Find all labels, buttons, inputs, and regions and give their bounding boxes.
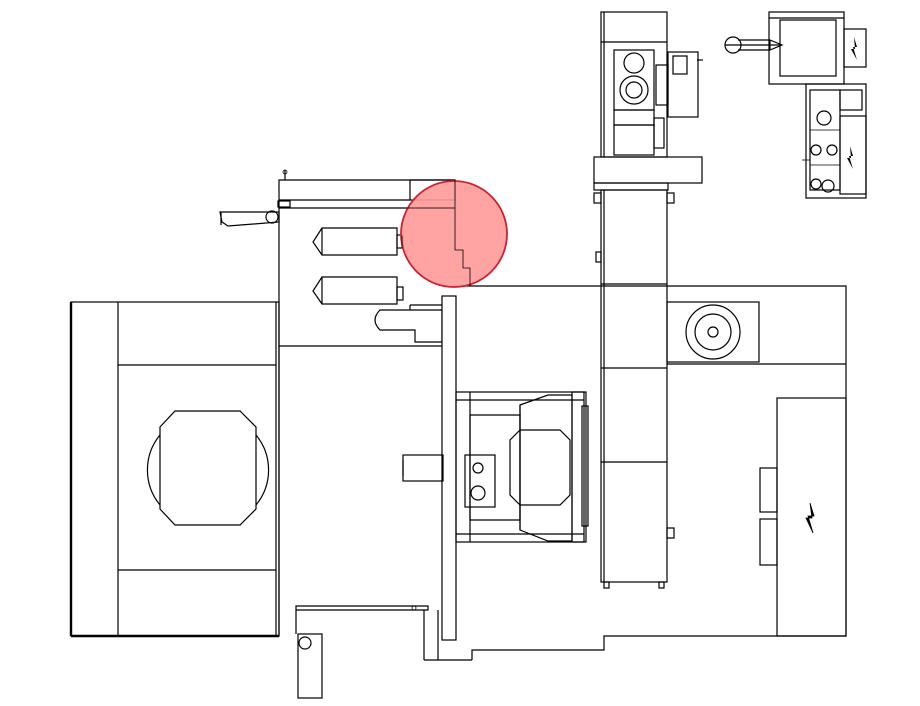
aux-unit-top[interactable] bbox=[724, 11, 867, 85]
dryer-hopper[interactable] bbox=[159, 410, 257, 526]
left-cabinet[interactable] bbox=[69, 301, 280, 638]
electrical-hazard-icon bbox=[805, 502, 815, 534]
stationary-platen[interactable] bbox=[423, 295, 457, 660]
machine-base[interactable] bbox=[456, 285, 847, 660]
aux-unit-lower[interactable] bbox=[802, 83, 867, 199]
highlight-marker[interactable] bbox=[400, 180, 508, 288]
robot-column[interactable] bbox=[593, 11, 703, 589]
electrical-hazard-icon bbox=[851, 37, 857, 60]
electrical-cabinet[interactable] bbox=[759, 397, 847, 637]
pump-unit[interactable] bbox=[666, 301, 760, 363]
injection-cylinder-upper[interactable] bbox=[312, 227, 398, 256]
mould-clamp[interactable] bbox=[402, 391, 589, 543]
operator-platform[interactable] bbox=[295, 605, 472, 699]
electrical-hazard-icon bbox=[847, 146, 853, 169]
injection-cylinder-lower[interactable] bbox=[312, 276, 398, 305]
